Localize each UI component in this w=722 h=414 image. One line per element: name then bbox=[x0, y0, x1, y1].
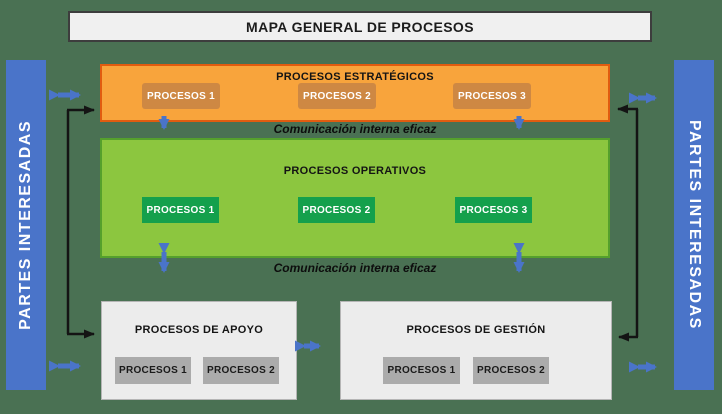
support-process-item-1: PROCESOS 1 bbox=[115, 357, 191, 384]
management-process-item-1: PROCESOS 1 bbox=[383, 357, 460, 384]
right-stakeholders-label: PARTES INTERESADAS bbox=[686, 120, 703, 330]
strategic-processes-box: PROCESOS ESTRATÉGICOS PROCESOS 1 PROCESO… bbox=[100, 64, 610, 122]
map-title-box: MAPA GENERAL DE PROCESOS bbox=[68, 11, 652, 42]
management-processes-title: PROCESOS DE GESTIÓN bbox=[406, 324, 546, 336]
operative-processes-title: PROCESOS OPERATIVOS bbox=[283, 165, 427, 177]
operative-process-item-2: PROCESOS 2 bbox=[298, 197, 375, 223]
support-processes-title: PROCESOS DE APOYO bbox=[134, 324, 264, 336]
connector-right-black bbox=[617, 104, 639, 342]
operative-process-item-3: PROCESOS 3 bbox=[455, 197, 532, 223]
map-title: MAPA GENERAL DE PROCESOS bbox=[246, 18, 474, 35]
strategic-process-item-3: PROCESOS 3 bbox=[453, 83, 531, 109]
operative-processes-box: PROCESOS OPERATIVOS PROCESOS 1 PROCESOS … bbox=[100, 138, 610, 258]
management-process-item-2: PROCESOS 2 bbox=[473, 357, 549, 384]
management-processes-box: PROCESOS DE GESTIÓN PROCESOS 1 PROCESOS … bbox=[340, 301, 612, 400]
left-stakeholders-bar: PARTES INTERESADAS bbox=[6, 60, 46, 390]
connector-left-black bbox=[66, 105, 95, 339]
support-processes-box: PROCESOS DE APOYO PROCESOS 1 PROCESOS 2 bbox=[101, 301, 297, 400]
strategic-processes-title: PROCESOS ESTRATÉGICOS bbox=[276, 71, 434, 83]
strategic-process-item-2: PROCESOS 2 bbox=[298, 83, 376, 109]
operative-process-item-1: PROCESOS 1 bbox=[142, 197, 219, 223]
communication-label-bottom: Comunicación interna eficaz bbox=[273, 261, 437, 275]
communication-label-top: Comunicación interna eficaz bbox=[273, 122, 437, 136]
left-stakeholders-label: PARTES INTERESADAS bbox=[17, 120, 34, 330]
support-process-item-2: PROCESOS 2 bbox=[203, 357, 279, 384]
right-stakeholders-bar: PARTES INTERESADAS bbox=[674, 60, 714, 390]
strategic-process-item-1: PROCESOS 1 bbox=[142, 83, 220, 109]
